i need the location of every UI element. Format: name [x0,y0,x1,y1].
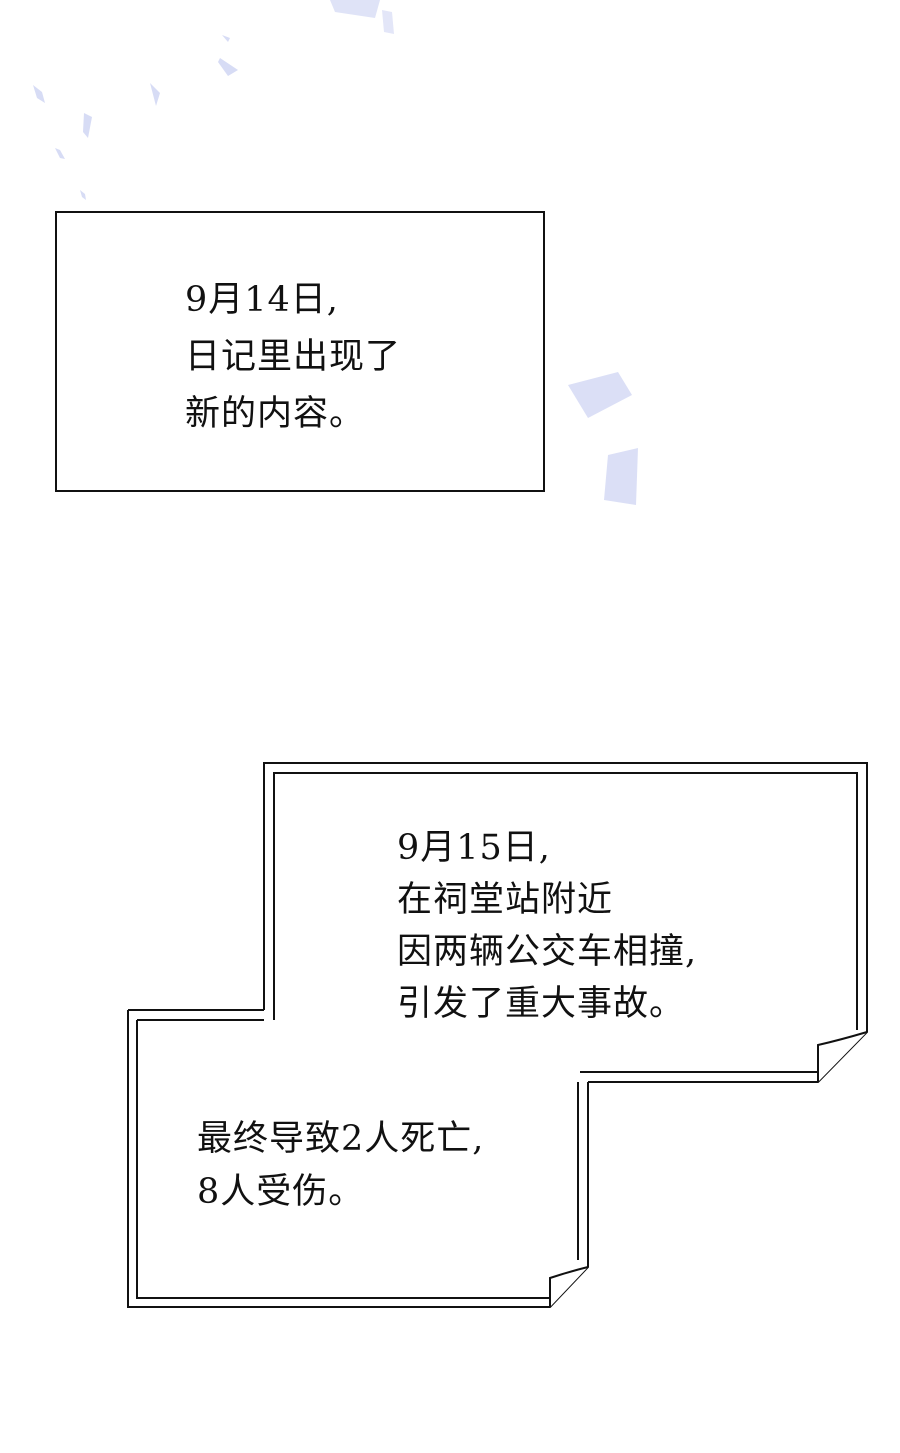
caption-2-upper-text: 9月15日, 在祠堂站附近 因两辆公交车相撞, 引发了重大事故。 [397,822,697,1030]
caption-line: 新的内容。 [185,394,366,434]
caption-2-lower-text: 最终导致2人死亡, 8人受伤。 [197,1113,484,1219]
caption-box-1 [55,211,545,492]
caption-line: 引发了重大事故。 [397,984,686,1024]
caption-line: 9月14日, [185,280,339,320]
caption-line: 8人受伤。 [197,1172,365,1212]
caption-line: 最终导致2人死亡, [197,1119,485,1159]
caption-line: 9月15日, [397,828,551,868]
caption-1-text: 9月14日, 日记里出现了 新的内容。 [185,272,401,443]
caption-line: 在祠堂站附近 [397,880,614,920]
caption-box-2 [127,762,868,1308]
confetti [33,0,638,505]
caption-line: 日记里出现了 [185,337,402,377]
caption-line: 因两辆公交车相撞, [397,932,698,972]
